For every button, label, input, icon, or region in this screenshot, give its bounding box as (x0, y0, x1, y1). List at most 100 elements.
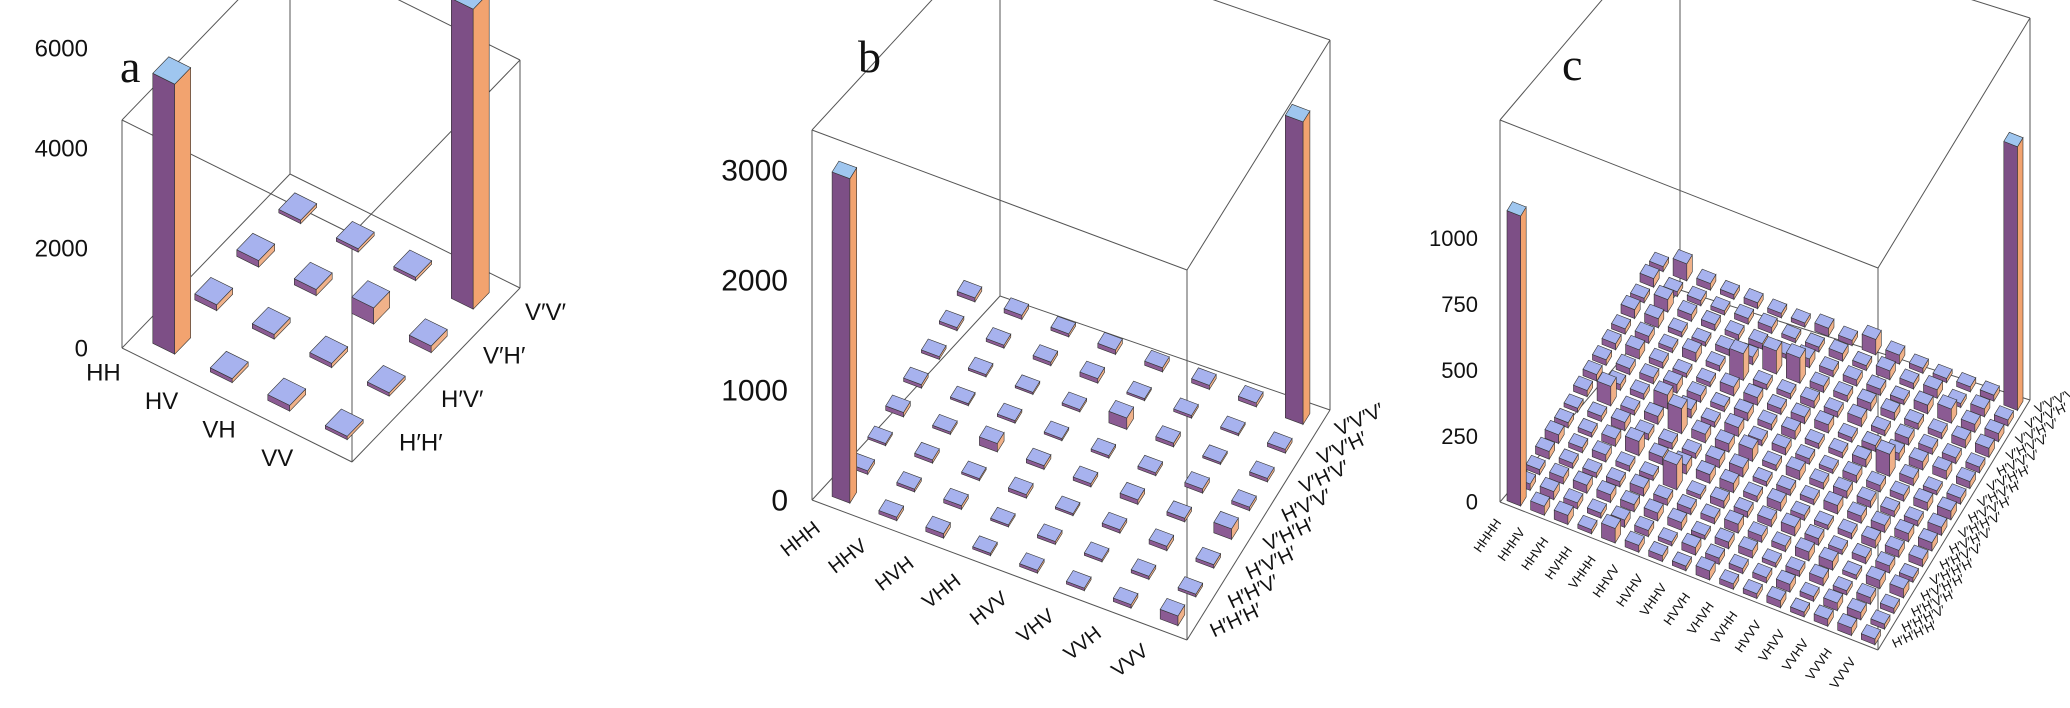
bar-top-face (1159, 598, 1186, 617)
box-edge (1186, 39, 1331, 271)
bar (1624, 426, 1645, 457)
bar (1927, 418, 1948, 440)
bar-top-face (1112, 586, 1139, 605)
bar (1667, 507, 1688, 532)
bar-top-face (1729, 339, 1750, 355)
bar (1818, 454, 1839, 475)
bar (1851, 542, 1872, 565)
bar-top-face (293, 261, 333, 290)
bar (1804, 523, 1825, 547)
bar (1908, 544, 1929, 568)
bar (1974, 433, 1995, 459)
bar-top-face (1884, 535, 1905, 551)
bar (335, 221, 375, 253)
bar-top-face (1908, 447, 1929, 463)
bar-top-face (967, 356, 994, 375)
bar (1837, 422, 1858, 444)
bar (1620, 489, 1641, 513)
bar (1213, 510, 1239, 541)
bar-top-face (1842, 560, 1863, 576)
bar-top-face (914, 441, 940, 461)
bar (1781, 416, 1802, 441)
bar-top-face (1832, 576, 1853, 592)
bar-top-face (1177, 576, 1204, 595)
bar (1852, 350, 1873, 372)
bar (1686, 285, 1707, 307)
bar (1719, 569, 1740, 591)
bar (885, 394, 911, 418)
bar-top-face (1019, 552, 1045, 571)
bar (1525, 454, 1546, 476)
box-edge (1499, 0, 1603, 121)
bar-top-face (1856, 486, 1877, 502)
bar (1672, 358, 1693, 379)
bar (1908, 353, 1929, 375)
bar (1112, 586, 1139, 610)
bar-top-face (1563, 488, 1584, 504)
bar (978, 425, 1005, 453)
bar (1752, 466, 1773, 488)
bar (1866, 470, 1887, 494)
bar-top-face (1596, 371, 1617, 387)
bar-top-face (1714, 527, 1735, 543)
bar-top-face (1757, 505, 1778, 521)
bar (1586, 498, 1607, 520)
bar (1828, 339, 1849, 363)
bar-top-face (1686, 381, 1707, 397)
bar (1743, 382, 1764, 407)
bar-top-face (949, 385, 976, 405)
bar-top-face (1851, 542, 1872, 559)
bar-top-face (209, 350, 249, 380)
z-tick-label: 3000 (721, 155, 788, 188)
bar-top-face (351, 280, 391, 309)
row-category-label: HH (86, 359, 121, 386)
bar (1904, 408, 1925, 431)
bar (943, 487, 969, 511)
bar-top-face (938, 309, 965, 328)
bar (1993, 405, 2014, 428)
bar (1237, 385, 1264, 408)
bar-top-face (1586, 498, 1607, 514)
bar (1785, 556, 1806, 578)
bar (1828, 535, 1849, 556)
panel-label: b (858, 31, 881, 82)
bar-top-face (1284, 103, 1311, 123)
bar-top-face (1866, 470, 1887, 486)
bar-top-face (1065, 570, 1092, 589)
bar-top-face (1781, 416, 1802, 432)
bar-top-face (1643, 401, 1664, 417)
bar-top-face (831, 160, 858, 180)
bar (1894, 423, 1915, 447)
panel-label: a (120, 41, 140, 92)
bar (1202, 444, 1228, 466)
bar-top-face (1937, 394, 1958, 410)
bar (1644, 303, 1665, 329)
z-tick-label: 250 (1441, 424, 1478, 449)
bar-top-face (1775, 569, 1796, 585)
bar (1083, 541, 1110, 563)
bar (1686, 480, 1707, 501)
bar (1671, 551, 1692, 572)
bar (1823, 588, 1844, 612)
bar (1582, 359, 1603, 383)
bar-top-face (1700, 309, 1721, 326)
bar (1577, 417, 1598, 439)
bar (1714, 429, 1735, 454)
bar-top-face (366, 365, 406, 394)
row-category-label: VH (202, 416, 235, 443)
bar-top-face (1108, 400, 1135, 419)
row-category-label: VVV (1108, 639, 1154, 681)
bar (1705, 445, 1726, 469)
bar-top-face (1800, 386, 1821, 402)
bar (1284, 103, 1311, 426)
box-edge (1186, 409, 1331, 641)
bar (1558, 448, 1579, 470)
col-category-label: H′H′ (399, 429, 443, 456)
row-category-label: VV (261, 445, 293, 472)
bar-top-face (1804, 523, 1825, 540)
bar-top-face (1686, 285, 1707, 301)
bar-top-face (1629, 473, 1650, 489)
bar-top-face (1662, 369, 1683, 385)
bar-top-face (1648, 540, 1669, 557)
